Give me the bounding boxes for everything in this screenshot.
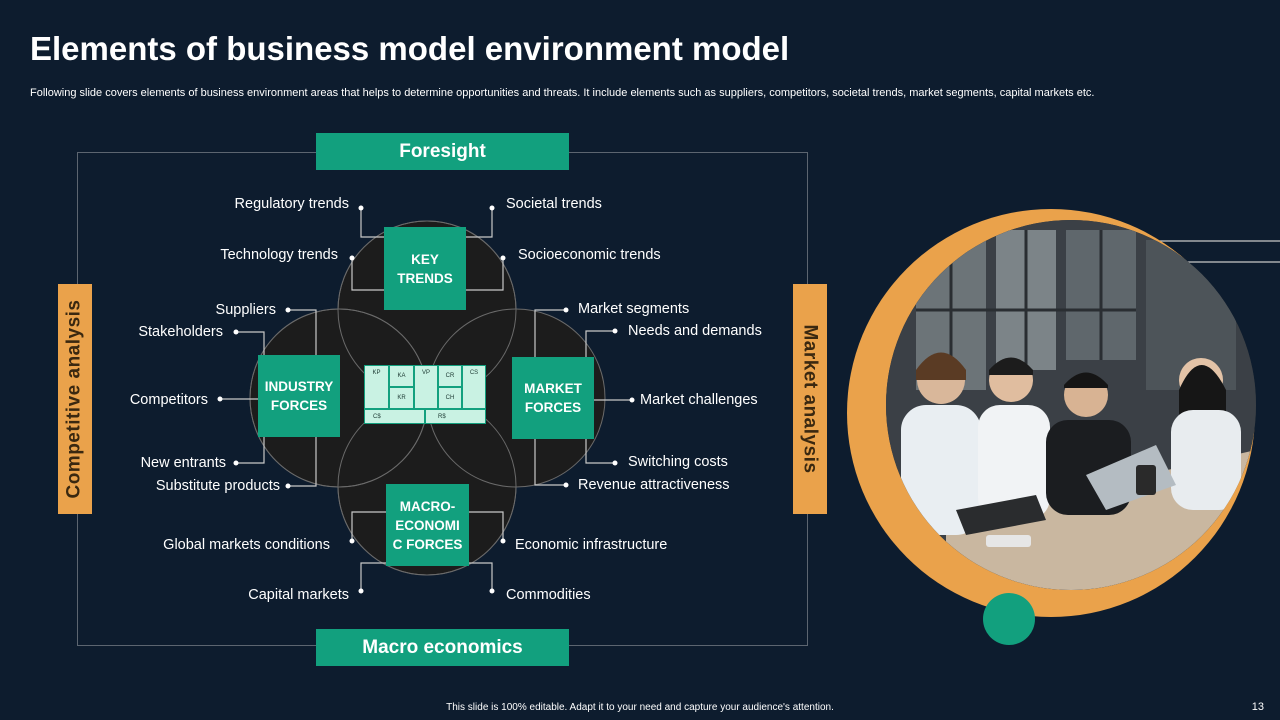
page-number: 13: [1251, 701, 1264, 713]
competitive-analysis-label: Competitive analysis: [64, 299, 85, 499]
label-new-entrants: New entrants: [140, 455, 226, 471]
competitive-analysis-banner: Competitive analysis: [58, 284, 92, 514]
label-stakeholders: Stakeholders: [138, 324, 223, 340]
macro-economics-label: Macro economics: [362, 636, 523, 658]
key-trends-box: KEY TRENDS: [384, 227, 466, 310]
label-market-segments: Market segments: [578, 301, 690, 317]
key-trends-line-2: TRENDS: [397, 270, 453, 286]
slide-title: Elements of business model environment m…: [30, 30, 790, 67]
label-technology-trends: Technology trends: [220, 247, 338, 263]
industry-forces-line-2: FORCES: [270, 398, 328, 413]
key-trends-line-1: KEY: [411, 251, 439, 267]
industry-forces-box: INDUSTRY FORCES: [258, 355, 340, 437]
canvas-cell-cost: C$: [364, 409, 425, 424]
canvas-cell-ch: CH: [438, 387, 462, 409]
macro-forces-line-3: C FORCES: [392, 536, 463, 552]
canvas-cell-vp: VP: [414, 365, 438, 409]
canvas-cell-cr: CR: [438, 365, 462, 387]
canvas-cell-cs: CS: [462, 365, 486, 409]
label-capital-markets: Capital markets: [248, 587, 349, 603]
decorative-green-dot: [983, 593, 1035, 645]
label-revenue-attractiveness: Revenue attractiveness: [578, 477, 730, 493]
label-competitors: Competitors: [129, 392, 208, 408]
market-forces-line-1: MARKET: [524, 381, 582, 396]
canvas-cell-revenue: R$: [425, 409, 486, 424]
team-meeting-illustration: [886, 220, 1256, 590]
team-meeting-photo: [886, 220, 1256, 590]
label-economic-infrastructure: Economic infrastructure: [515, 537, 668, 553]
label-suppliers: Suppliers: [215, 302, 276, 318]
business-model-canvas: KP KA KR VP CR CH CS C$ R$: [364, 365, 486, 424]
macro-forces-line-2: ECONOMI: [395, 517, 460, 533]
label-regulatory-trends: Regulatory trends: [234, 196, 349, 212]
market-analysis-banner: Market analysis: [793, 284, 827, 514]
slide-subtitle: Following slide covers elements of busin…: [30, 87, 1095, 99]
slide-footer: This slide is 100% editable. Adapt it to…: [446, 702, 834, 713]
foresight-label: Foresight: [399, 140, 486, 162]
canvas-cell-ka: KA: [389, 365, 414, 387]
label-substitute-products: Substitute products: [155, 478, 280, 494]
label-socioeconomic-trends: Socioeconomic trends: [518, 247, 661, 263]
label-switching-costs: Switching costs: [628, 454, 728, 470]
macro-economic-forces-box: MACRO- ECONOMI C FORCES: [386, 484, 469, 566]
macro-economics-banner: Macro economics: [316, 629, 569, 666]
foresight-banner: Foresight: [316, 133, 569, 170]
canvas-cell-kp: KP: [364, 365, 389, 409]
canvas-cell-kr: KR: [389, 387, 414, 409]
macro-forces-line-1: MACRO-: [399, 498, 456, 514]
label-societal-trends: Societal trends: [506, 196, 602, 212]
label-commodities: Commodities: [506, 587, 591, 603]
market-forces-line-2: FORCES: [524, 400, 582, 415]
market-forces-box: MARKET FORCES: [512, 357, 594, 439]
label-needs-and-demands: Needs and demands: [628, 323, 762, 339]
industry-forces-line-1: INDUSTRY: [264, 379, 334, 394]
label-market-challenges: Market challenges: [640, 392, 758, 408]
market-analysis-label: Market analysis: [800, 324, 821, 474]
label-global-markets-conditions: Global markets conditions: [163, 537, 330, 553]
